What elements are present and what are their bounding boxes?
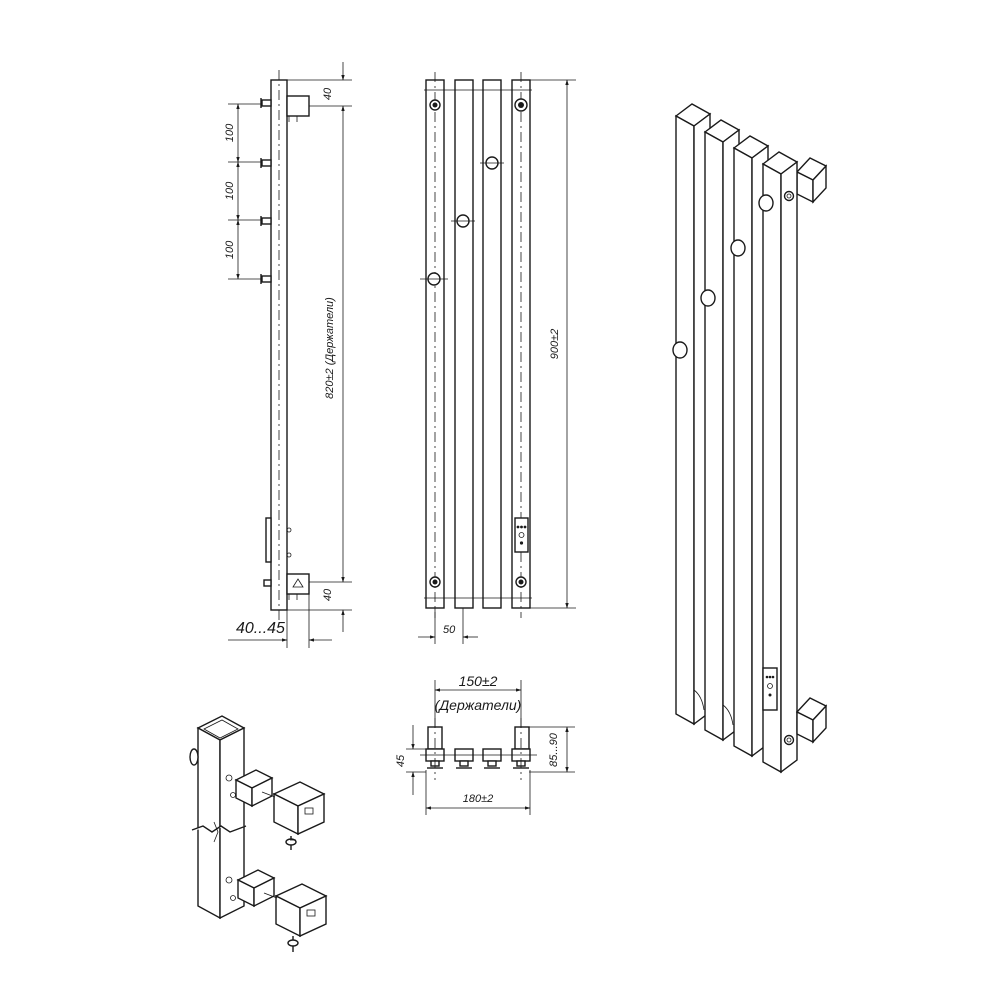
- side-bottom-holder: [286, 573, 310, 595]
- dim-holder-span: 820±2 (Держатели): [324, 297, 336, 399]
- top-holder-right: [514, 726, 530, 750]
- top-view: 150±2 (Держатели) 180±2 85...90 45: [395, 673, 575, 815]
- warning-icon: [292, 578, 304, 588]
- dim-bar-pitch: 50: [443, 624, 456, 636]
- front-bar-3: [482, 79, 502, 609]
- side-hooks: [260, 98, 272, 587]
- front-view: 900±2 50: [418, 72, 576, 644]
- dim-side-top-gap: 40: [322, 87, 334, 100]
- iso-control-panel: [762, 667, 778, 711]
- dim-wall-offset: 40...45: [236, 620, 285, 637]
- dim-hook-spacing-2: 100: [224, 181, 236, 200]
- dim-top-depth: 85...90: [548, 732, 560, 767]
- dim-side-bottom-gap: 40: [322, 588, 334, 601]
- isometric-view: [672, 103, 828, 774]
- dim-hook-spacing-1: 100: [224, 123, 236, 142]
- mounting-detail: [189, 715, 328, 952]
- dim-top-holder-width: 150±2: [459, 673, 498, 689]
- dim-top-bar-depth: 45: [395, 754, 407, 767]
- iso-hooks: [672, 194, 774, 359]
- side-control-box: [265, 517, 272, 563]
- dim-hook-spacing-3: 100: [224, 240, 236, 259]
- control-panel: [514, 517, 529, 553]
- side-view: 100 100 100 40 40 820±2 (Держатели) 40..…: [224, 62, 352, 648]
- dim-top-holder-note: (Держатели): [435, 697, 522, 713]
- front-bar-2: [454, 79, 474, 609]
- dim-total-height: 900±2: [549, 329, 561, 360]
- side-top-holder: [286, 95, 310, 117]
- dim-top-total-width: 180±2: [463, 793, 494, 805]
